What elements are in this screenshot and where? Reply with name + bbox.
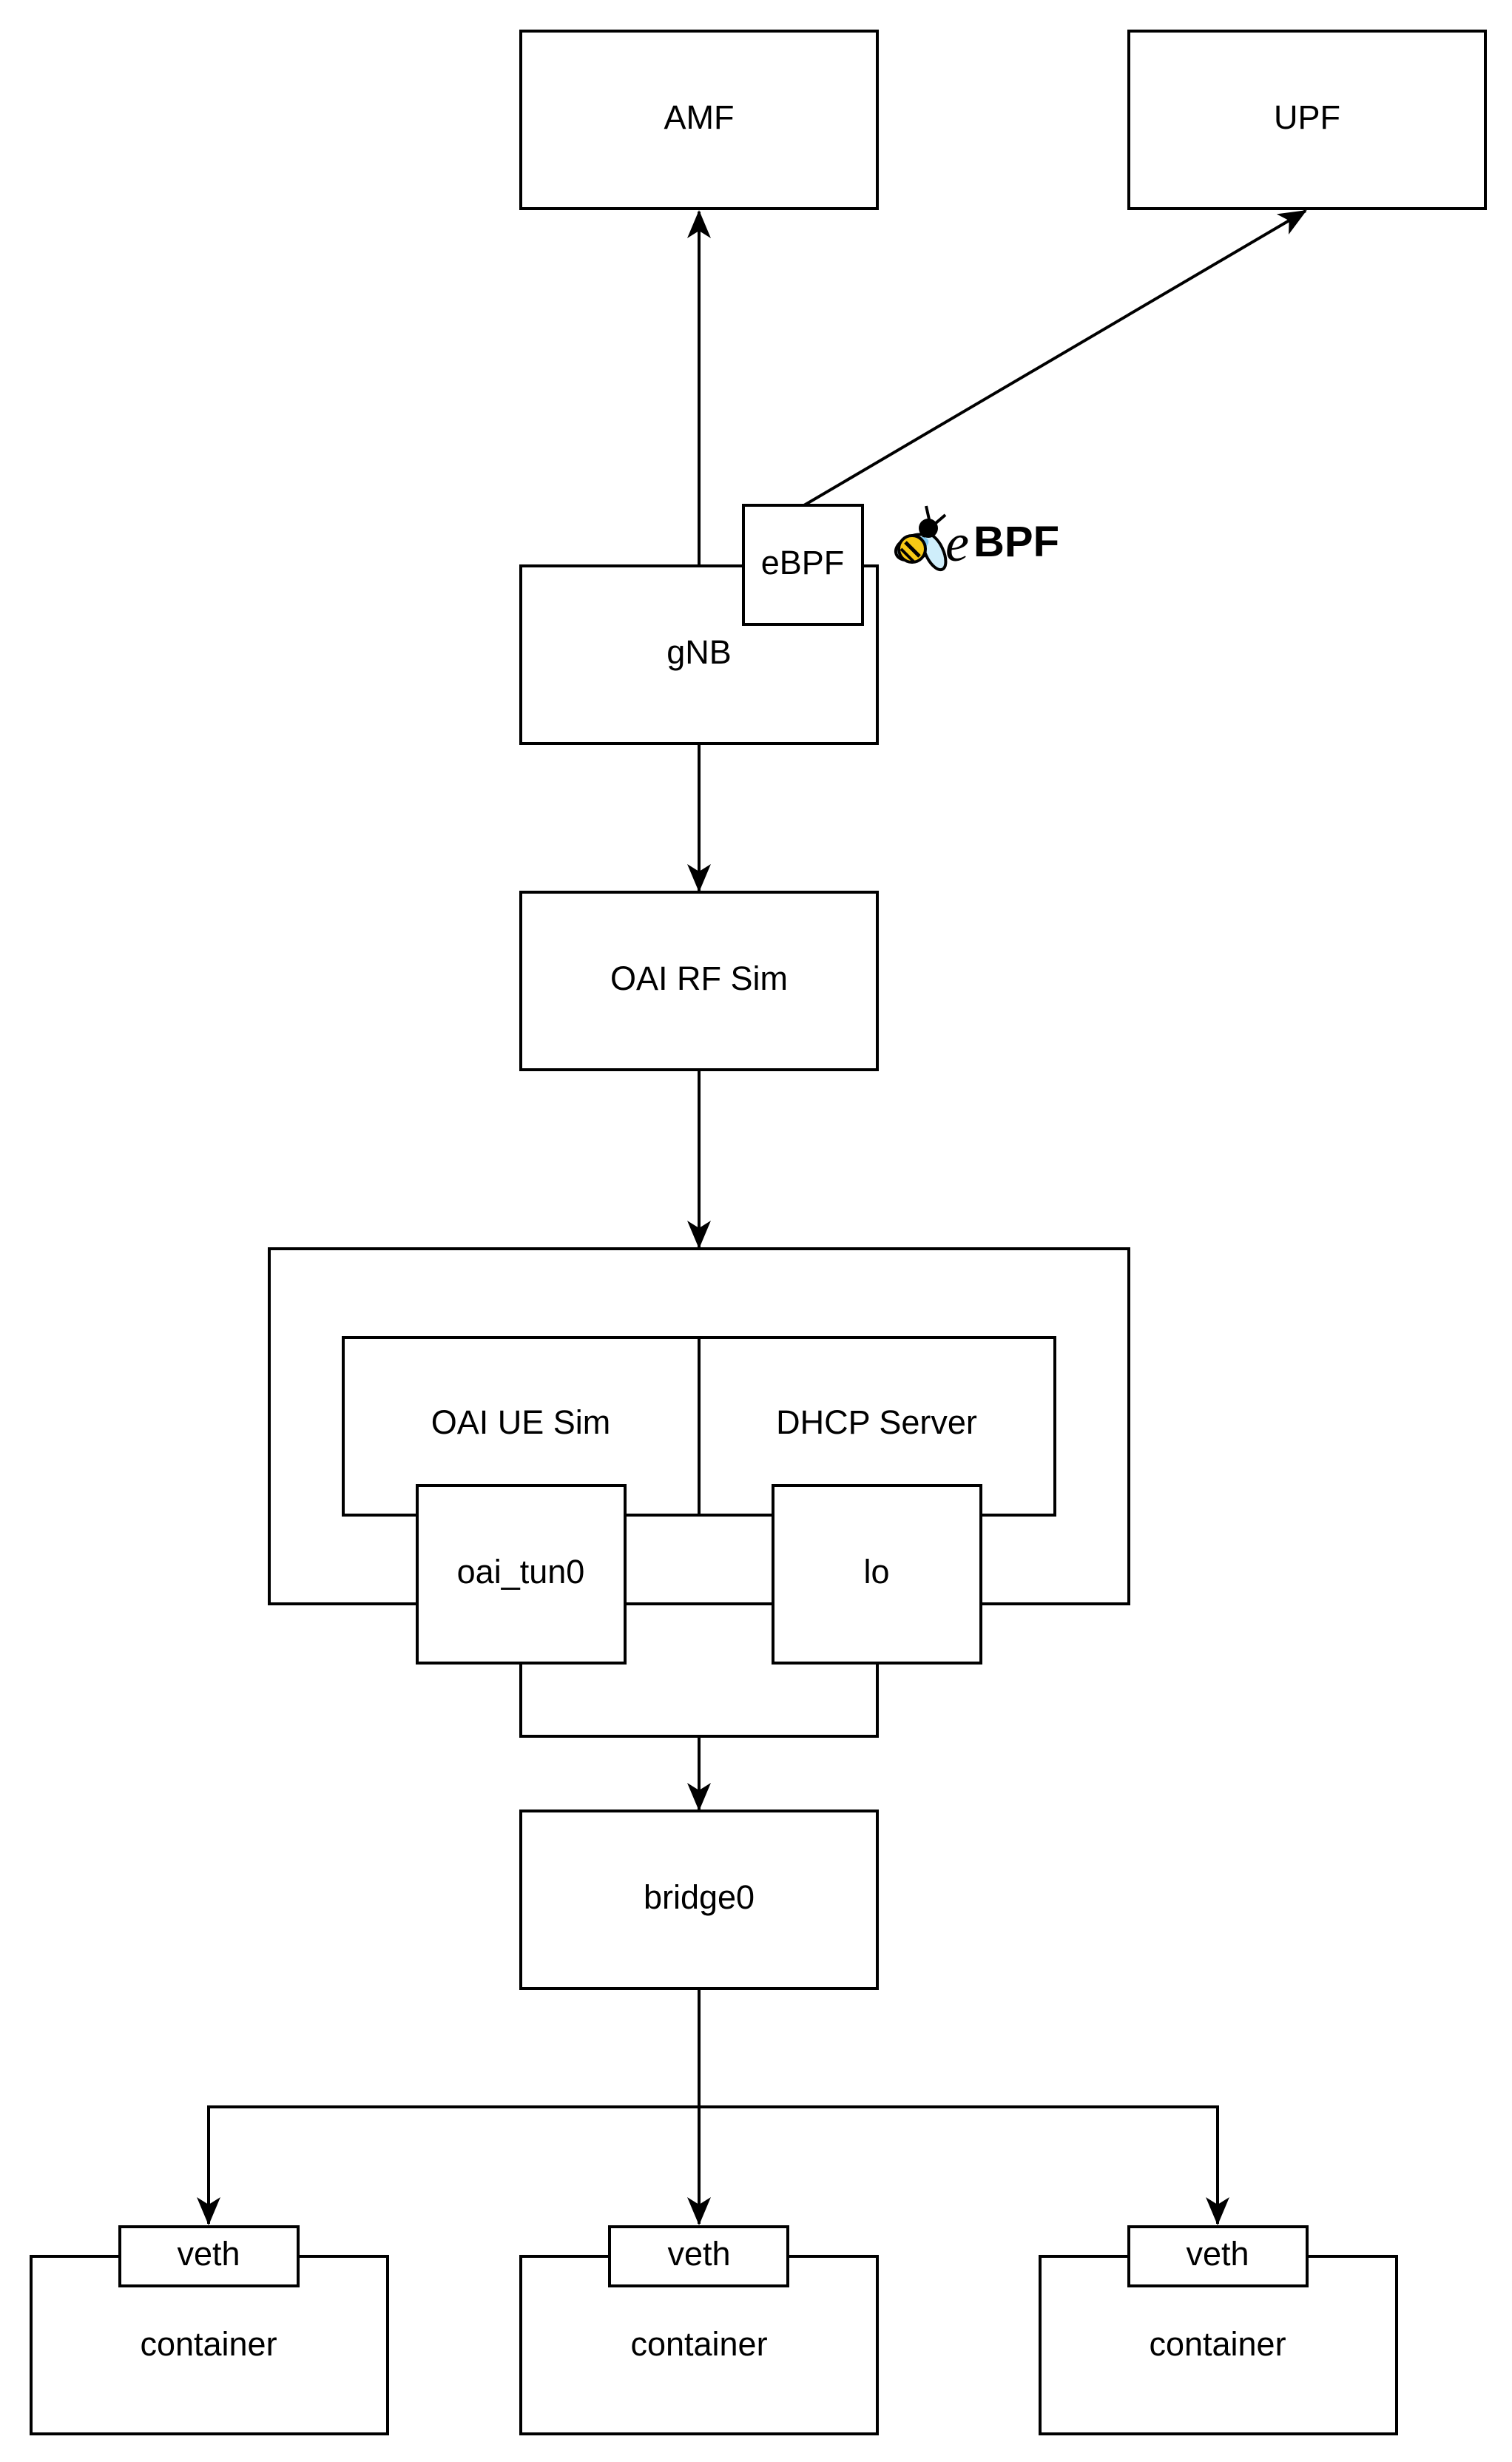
lo-label: lo <box>863 1553 889 1591</box>
node-oai-tun0: oai_tun0 <box>416 1484 627 1665</box>
node-veth-2: veth <box>608 2225 789 2287</box>
veth-3-label: veth <box>1186 2235 1249 2273</box>
node-veth-3: veth <box>1127 2225 1309 2287</box>
rfsim-label: OAI RF Sim <box>610 959 788 997</box>
container-2-label: container <box>630 2325 767 2363</box>
node-ebpf: eBPF <box>742 504 864 626</box>
veth-2-label: veth <box>667 2235 730 2273</box>
bee-icon <box>894 505 948 572</box>
logo-text-bpf: BPF <box>973 518 1059 566</box>
veth-1-label: veth <box>177 2235 240 2273</box>
gnb-label: gNB <box>666 633 732 671</box>
edge-bus-veth1 <box>197 2105 699 2225</box>
bridge0-label: bridge0 <box>644 1878 755 1916</box>
container-3-label: container <box>1149 2325 1286 2363</box>
node-upf: UPF <box>1127 30 1487 210</box>
edge-tun-lo-merge <box>519 1662 879 1738</box>
logo-text-e: e <box>945 513 969 573</box>
container-1-label: container <box>140 2325 277 2363</box>
uesim-label: OAI UE Sim <box>431 1403 611 1441</box>
node-lo: lo <box>772 1484 982 1665</box>
dhcp-label: DHCP Server <box>776 1403 977 1441</box>
oai-tun0-label: oai_tun0 <box>457 1553 585 1591</box>
amf-label: AMF <box>664 98 735 136</box>
edge-ebpf-upf <box>803 209 1307 507</box>
node-rfsim: OAI RF Sim <box>519 891 879 1071</box>
ebpf-logo: e BPF <box>894 505 1059 573</box>
node-veth-1: veth <box>118 2225 300 2287</box>
upf-label: UPF <box>1274 98 1340 136</box>
ebpf-label: eBPF <box>761 544 845 581</box>
edge-bus-veth3 <box>699 2105 1229 2225</box>
node-amf: AMF <box>519 30 879 210</box>
node-bridge0: bridge0 <box>519 1810 879 1990</box>
